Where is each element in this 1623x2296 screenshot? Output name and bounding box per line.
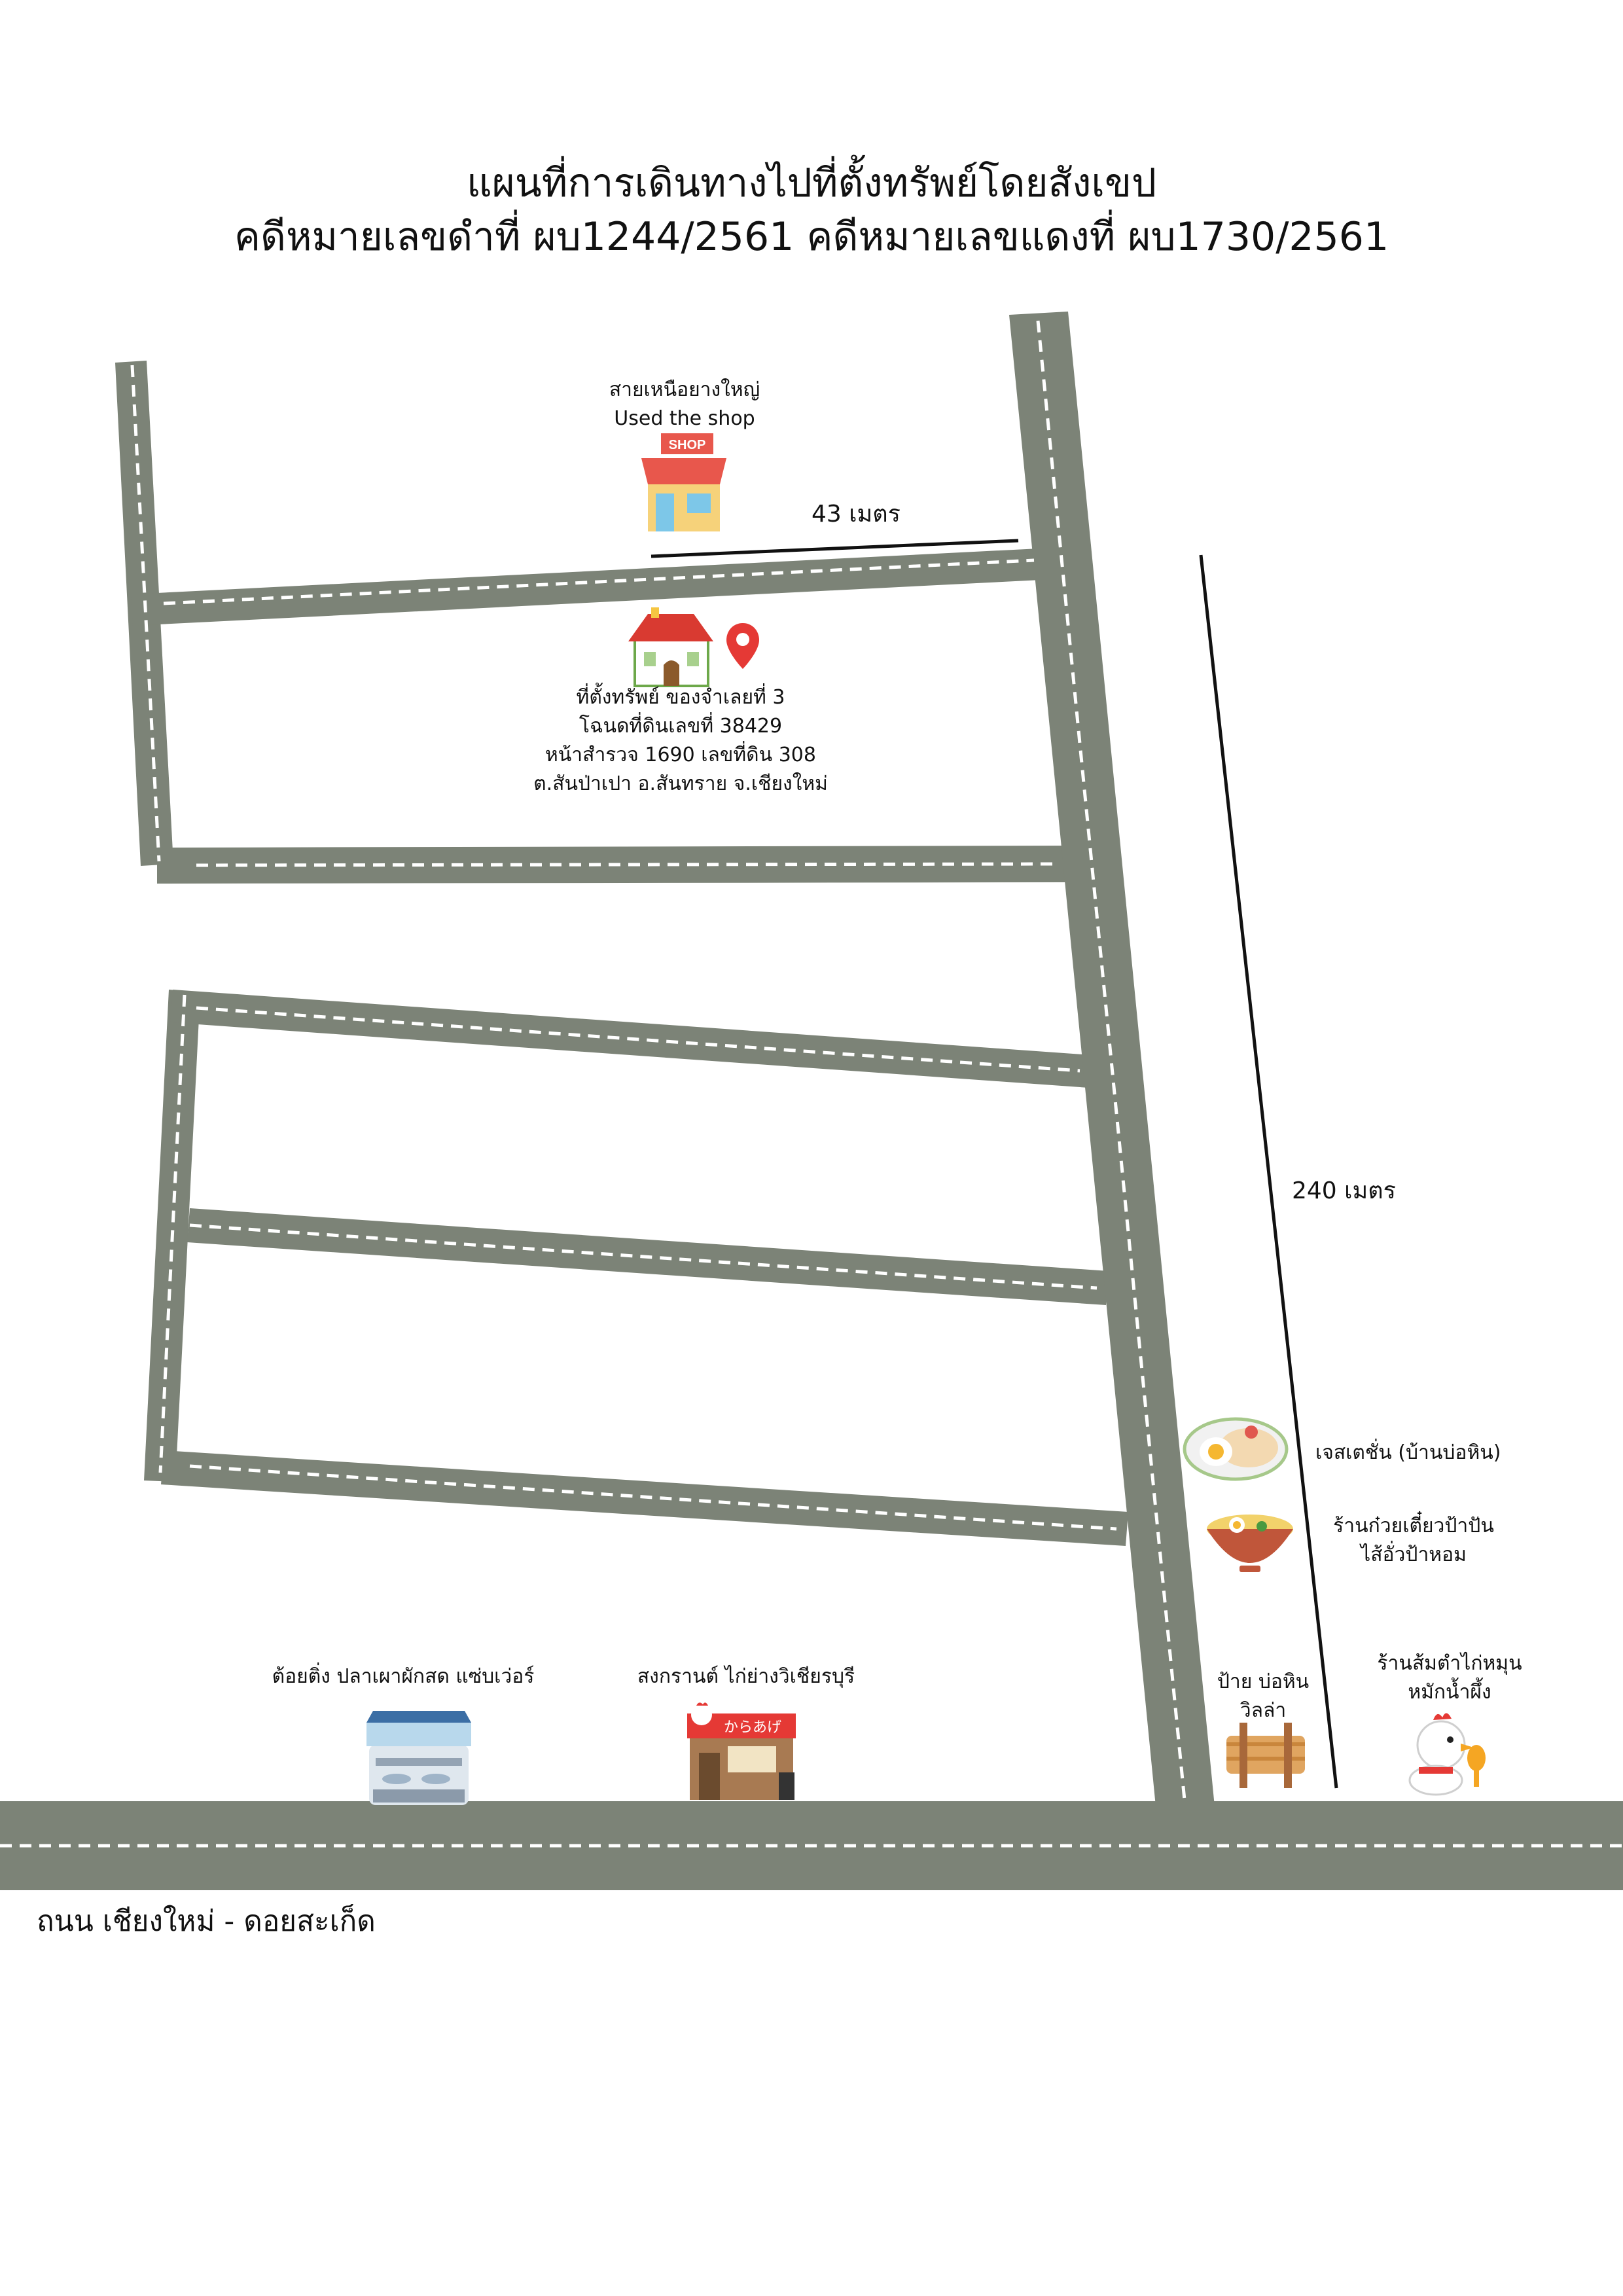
- villa-sign-label: ป้าย บ่อหิน วิลล่า: [1198, 1668, 1329, 1725]
- property-line: ต.สันป่าเปา อ.สันทราย จ.เชียงใหม่: [533, 772, 828, 795]
- jstation-label: เจสเตชั่น (บ้านบ่อหิน): [1315, 1441, 1501, 1464]
- karaage-shop-icon: からあげ: [687, 1702, 796, 1800]
- villa-sign-line1: ป้าย บ่อหิน: [1217, 1670, 1310, 1693]
- somtam-shop-line1: ร้านส้มตำไก่หมุน: [1377, 1652, 1522, 1675]
- shop-icon: SHOP: [641, 433, 726, 531]
- road-lane-markings: [0, 320, 1623, 1848]
- house-icon: [628, 607, 713, 687]
- property-line: โฉนดที่ดินเลขที่ 38429: [579, 715, 783, 738]
- chicken-shop-label: สงกรานต์ ไก่ย่างวิเชียรบุรี: [637, 1665, 855, 1688]
- fish-shop-label: ต้อยติ่ง ปลาเผาผักสด แซ่บเว่อร์: [272, 1665, 535, 1688]
- location-pin-icon: [726, 623, 759, 669]
- noodle-bowl-icon: [1207, 1515, 1293, 1572]
- distance-line-top: [651, 539, 1019, 558]
- somtam-shop-line2: หมักน้ำผึ้ง: [1408, 1681, 1491, 1704]
- distance-line-right: [1199, 554, 1338, 1789]
- road-name-label: ถนน เชียงใหม่ - ดอยสะเก็ด: [37, 1905, 376, 1938]
- road-top-cross: [131, 548, 1041, 626]
- karaage-sign-text: からあげ: [724, 1719, 781, 1736]
- page-title: แผนที่การเดินทางไปที่ตั้งทรัพย์โดยสังเขป: [466, 160, 1157, 206]
- fish-market-icon: [366, 1711, 471, 1805]
- noodle-shop-line1: ร้านก๋วยเตี๋ยวป้าปัน: [1333, 1515, 1494, 1537]
- distance-top-label: 43 เมตร: [812, 501, 901, 528]
- noodle-shop-label: ร้านก๋วยเตี๋ยวป้าปัน ไส้อั่วป้าหอม: [1322, 1512, 1505, 1570]
- villa-sign-line2: วิลล่า: [1240, 1699, 1287, 1722]
- chicken-mascot-icon: [1408, 1713, 1486, 1796]
- road-main-vertical: [1009, 312, 1215, 1806]
- property-line: หน้าสำรวจ 1690 เลขที่ดิน 308: [545, 744, 816, 766]
- shop-label: สายเหนือยางใหญ่ Used the shop: [567, 376, 802, 433]
- shop-label-th: สายเหนือยางใหญ่: [609, 378, 760, 401]
- page-subtitle: คดีหมายเลขดำที่ ผบ1244/2561 คดีหมายเลขแด…: [234, 214, 1389, 260]
- wooden-sign-icon: [1226, 1723, 1305, 1788]
- shop-sign-text: SHOP: [669, 438, 706, 452]
- somtam-shop-label: ร้านส้มตำไก่หมุน หมักน้ำผึ้ง: [1355, 1649, 1544, 1707]
- distance-right-label: 240 เมตร: [1292, 1177, 1396, 1204]
- distance-lines: [651, 539, 1338, 1789]
- noodle-shop-line2: ไส้อั่วป้าหอม: [1361, 1543, 1467, 1566]
- food-plate-icon: [1183, 1417, 1289, 1481]
- shop-label-en: Used the shop: [614, 407, 755, 430]
- property-label: ที่ตั้งทรัพย์ ของจำเลยที่ 3 โฉนดที่ดินเล…: [517, 683, 844, 798]
- property-line: ที่ตั้งทรัพย์ ของจำเลยที่ 3: [576, 686, 785, 709]
